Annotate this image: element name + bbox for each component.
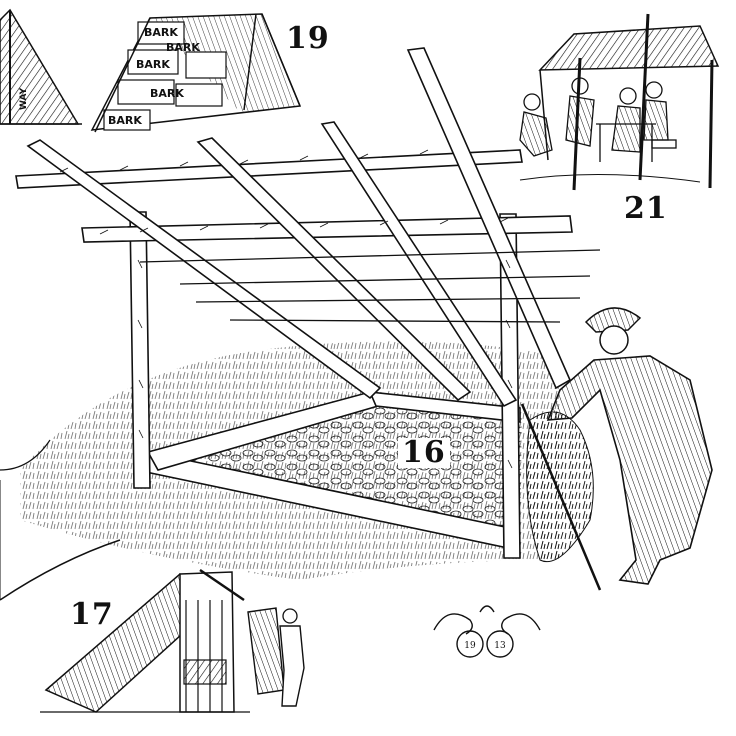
bark-label: BARK xyxy=(108,114,142,127)
bark-texture-strokes xyxy=(59,149,513,469)
bark-label: BARK xyxy=(144,26,178,39)
lean-to-frame xyxy=(15,47,573,559)
thatch-poles xyxy=(139,249,601,323)
tent-lettering: WAY xyxy=(19,87,29,110)
scout-figure xyxy=(520,307,713,591)
man-with-bark-figure xyxy=(247,607,305,707)
awning-shelter-sketch xyxy=(519,13,720,191)
bark-label: BARK xyxy=(166,41,200,54)
bark-shelter-sketch xyxy=(90,13,302,133)
tent-sketch xyxy=(0,8,82,125)
monogram-left: 19 xyxy=(464,641,476,651)
monogram-right: 13 xyxy=(494,641,506,651)
bark-roof-shed-sketch xyxy=(40,568,250,713)
figure-number-17: 17 xyxy=(70,597,114,632)
bark-label: BARK xyxy=(150,87,184,100)
stone-floor xyxy=(150,398,522,540)
figure-number-19: 19 xyxy=(286,21,330,56)
figure-number-21: 21 xyxy=(624,191,668,226)
bark-label: BARK xyxy=(136,58,170,71)
monogram-flourish xyxy=(433,605,541,658)
figure-number-16: 16 xyxy=(398,438,450,468)
